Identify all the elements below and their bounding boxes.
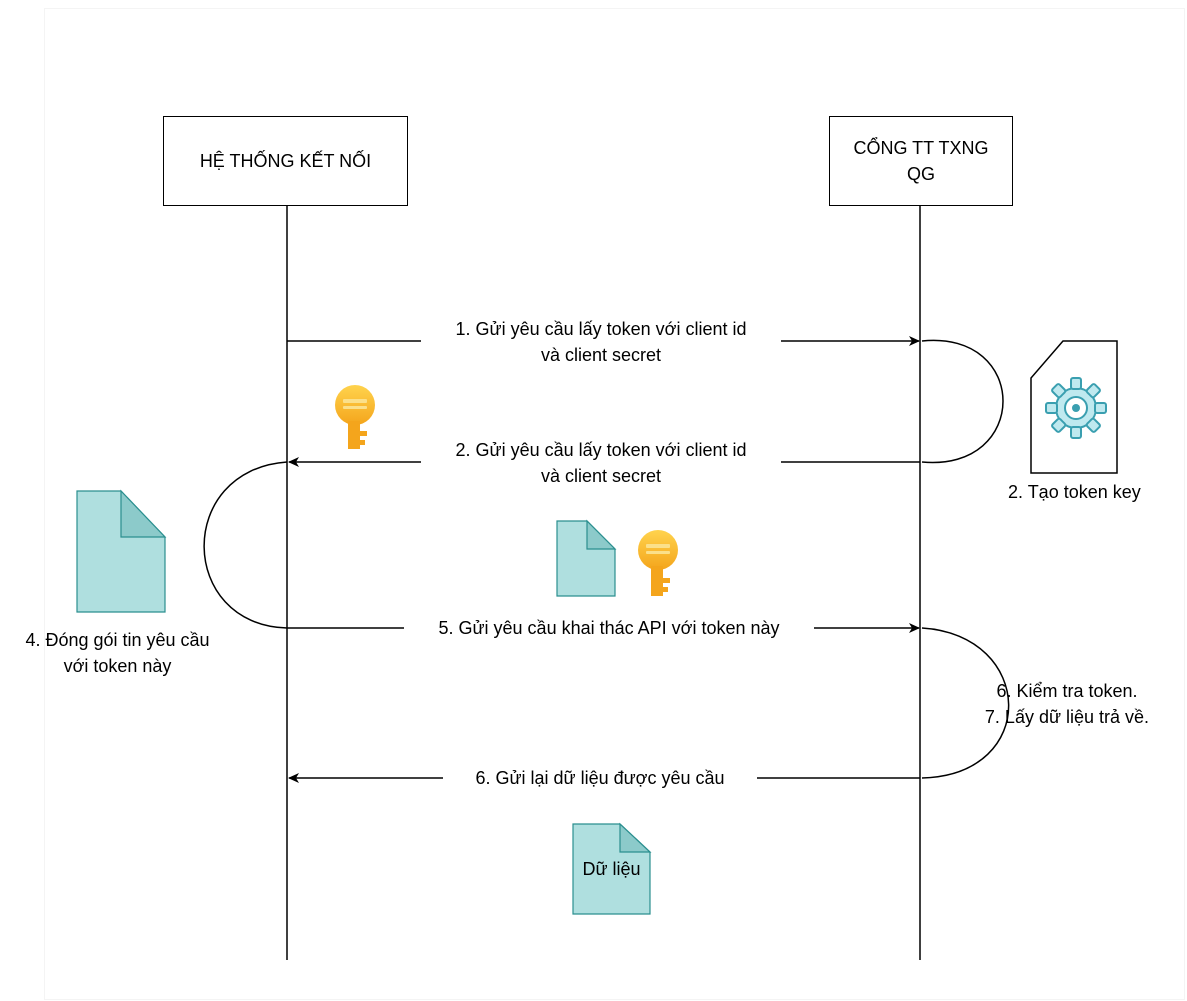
message-text-line2: và client secret — [540, 345, 662, 365]
actor-label: HỆ THỐNG KẾT NỐI — [199, 151, 372, 171]
message-text-line2: và client secret — [540, 466, 662, 486]
gear-document-icon — [1030, 340, 1118, 474]
note-check: 6. Kiểm tra token. 7. Lấy dữ liệu trả về… — [962, 678, 1172, 730]
document-icon — [76, 489, 167, 613]
message-text-line1: 1. Gửi yêu cầu lấy token với client id — [455, 319, 747, 339]
note-package-line1: 4. Đóng gói tin yêu cầu — [25, 630, 210, 650]
message-text-line1: 2. Gửi yêu cầu lấy token với client id — [455, 440, 747, 460]
data-document-icon — [572, 822, 652, 915]
document-icon — [556, 519, 617, 597]
note-check-line1: 6. Kiểm tra token. — [996, 681, 1138, 701]
actor-label-line1: CỔNG TT TXNG — [853, 138, 989, 158]
key-icon — [335, 385, 375, 449]
actor-label-line2: QG — [906, 164, 935, 184]
data-document-label: Dữ liệu — [582, 859, 641, 879]
key-icon — [638, 530, 678, 596]
message-text-line1: 6. Gửi lại dữ liệu được yêu cầu — [475, 768, 725, 788]
message-label-5: 5. Gửi yêu cầu khai thác API với token n… — [404, 615, 814, 641]
message-label-1: 1. Gửi yêu cầu lấy token với client id v… — [421, 316, 781, 368]
note-create-token: 2. Tạo token key — [1008, 482, 1141, 502]
self-loop-check — [921, 627, 1010, 779]
note-check-line2: 7. Lấy dữ liệu trả về. — [984, 707, 1150, 727]
message-label-6: 6. Gửi lại dữ liệu được yêu cầu — [443, 765, 757, 791]
self-loop-create-token — [921, 339, 1004, 464]
message-text-line1: 5. Gửi yêu cầu khai thác API với token n… — [438, 618, 780, 638]
note-package: 4. Đóng gói tin yêu cầu với token này — [0, 627, 235, 679]
actor-cong-tt-txng: CỔNG TT TXNG QG — [829, 116, 1013, 206]
actor-he-thong-ket-noi: HỆ THỐNG KẾT NỐI — [163, 116, 408, 206]
self-loop-package — [203, 461, 288, 629]
gear-icon — [1045, 377, 1107, 439]
note-package-line2: với token này — [63, 656, 172, 676]
message-label-2: 2. Gửi yêu cầu lấy token với client id v… — [421, 437, 781, 489]
